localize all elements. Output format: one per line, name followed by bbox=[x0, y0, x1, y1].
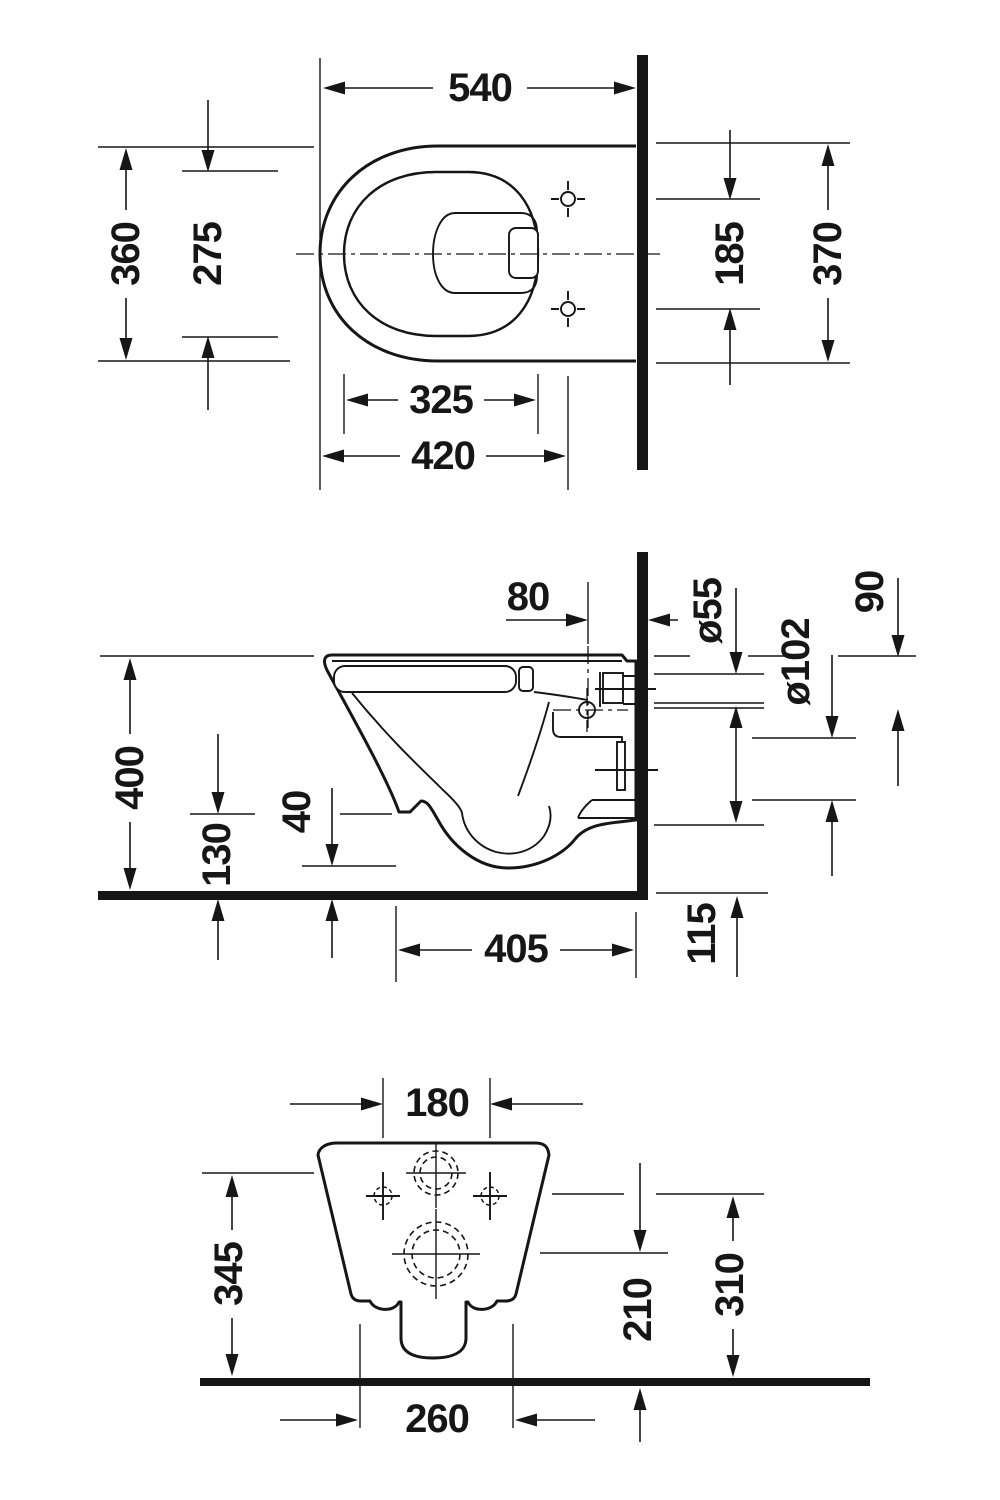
dim-325: 325 bbox=[343, 374, 539, 434]
dim-label-260: 260 bbox=[405, 1397, 469, 1441]
wall-line bbox=[637, 552, 648, 900]
dim-275: 275 bbox=[182, 100, 278, 410]
dim-180: 180 bbox=[290, 1078, 583, 1138]
dim-label-130: 130 bbox=[195, 823, 239, 887]
dim-260: 260 bbox=[280, 1324, 595, 1441]
dim-540: 540 bbox=[319, 58, 636, 490]
dim-90: 90 bbox=[848, 571, 905, 786]
fixing-hole-right bbox=[473, 1172, 507, 1220]
floor-line bbox=[98, 891, 648, 900]
mounting-bracket bbox=[602, 672, 624, 704]
right-extension-lines bbox=[654, 655, 916, 894]
mounting-hole-top bbox=[551, 181, 585, 217]
dim-label-210: 210 bbox=[616, 1278, 660, 1342]
dim-label-80: 80 bbox=[507, 575, 550, 619]
dim-185: 185 bbox=[656, 130, 760, 385]
dim-400: 400 bbox=[100, 655, 314, 890]
dim-label-310: 310 bbox=[708, 1253, 752, 1317]
dim-115: 115 bbox=[680, 896, 744, 977]
dim-label-90: 90 bbox=[848, 571, 892, 614]
dim-210: 210 bbox=[540, 1163, 668, 1442]
wall-section-line bbox=[637, 55, 648, 470]
dim-310: 310 bbox=[552, 1193, 764, 1377]
seat-profile bbox=[333, 665, 517, 693]
dim-label-55: ø55 bbox=[686, 577, 730, 644]
dim-label-420: 420 bbox=[411, 434, 475, 478]
toilet-rear-outline bbox=[316, 1141, 551, 1360]
dim-label-400: 400 bbox=[108, 746, 152, 810]
flush-inlet-hole bbox=[406, 1143, 466, 1208]
dim-label-540: 540 bbox=[448, 66, 512, 110]
dim-label-275: 275 bbox=[186, 221, 230, 285]
dim-label-360: 360 bbox=[104, 222, 148, 286]
side-view: 80 ø55 ø102 90 1 bbox=[98, 552, 916, 982]
dim-label-370: 370 bbox=[806, 222, 850, 286]
seat-hinge bbox=[518, 666, 534, 692]
dim-label-325: 325 bbox=[409, 378, 473, 422]
toilet-profile bbox=[323, 653, 658, 870]
dim-label-40: 40 bbox=[275, 791, 319, 834]
dim-345: 345 bbox=[202, 1172, 314, 1376]
dim-label-405: 405 bbox=[484, 927, 548, 971]
floor-line-front bbox=[200, 1378, 870, 1386]
dim-label-115: 115 bbox=[680, 902, 724, 964]
dim-405: 405 bbox=[395, 906, 637, 982]
dim-102: ø102 bbox=[774, 618, 839, 876]
dim-40: 40 bbox=[275, 788, 396, 958]
outlet-hole bbox=[392, 1209, 480, 1299]
dim-label-102: ø102 bbox=[774, 618, 818, 705]
outlet-pipe bbox=[577, 799, 636, 819]
dim-370: 370 bbox=[656, 142, 850, 364]
mounting-hole-bottom bbox=[551, 291, 585, 327]
mounting-rail bbox=[616, 741, 626, 791]
dim-80: 80 bbox=[506, 575, 678, 728]
front-view: 180 345 210 310 260 bbox=[200, 1078, 870, 1442]
dim-label-180: 180 bbox=[405, 1081, 469, 1125]
top-view: 540 360 275 325 420 bbox=[98, 55, 850, 490]
dim-label-185: 185 bbox=[708, 221, 752, 285]
dim-360: 360 bbox=[98, 146, 314, 362]
dim-130: 130 bbox=[190, 734, 392, 960]
fixing-hole-left bbox=[366, 1172, 400, 1220]
dim-label-345: 345 bbox=[207, 1241, 251, 1305]
flush-slot bbox=[508, 227, 539, 279]
dim-420: 420 bbox=[322, 376, 569, 490]
dim-55: ø55 bbox=[686, 577, 743, 823]
